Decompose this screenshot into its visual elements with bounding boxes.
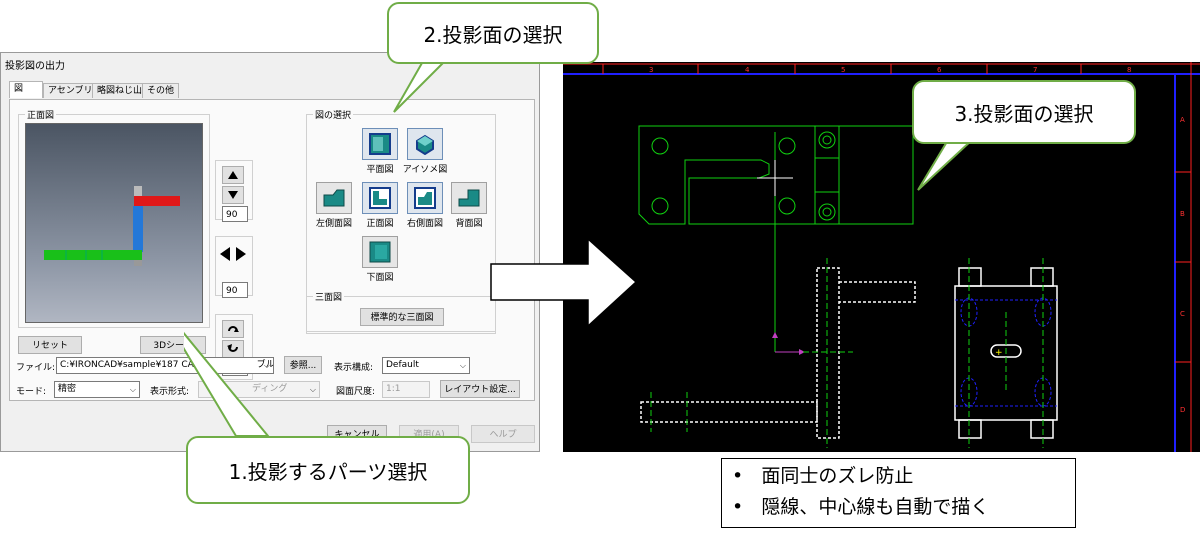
note-text-2: 隠線、中心線も自動で描く — [761, 496, 990, 518]
iso-view-button[interactable] — [407, 128, 443, 160]
right-view-label: 右側面図 — [406, 219, 443, 229]
iso-view-icon — [416, 134, 434, 155]
mode-label: モード: — [16, 387, 47, 397]
right-view-icon — [414, 187, 436, 209]
three-view-group-label: 三面図 — [313, 290, 345, 303]
bottom-view-button[interactable] — [362, 236, 398, 268]
view-select-group: 図の選択 — [306, 108, 496, 334]
note-item: • 面同士のズレ防止 — [732, 465, 914, 487]
browse-button[interactable]: 参照... — [284, 356, 322, 374]
frame-row-label: C — [1180, 310, 1185, 318]
arrow-up-icon — [228, 171, 238, 179]
scale-input[interactable]: 1:1 — [382, 381, 430, 398]
layout-settings-button[interactable]: レイアウト設定... — [440, 380, 520, 398]
view-select-group-label: 図の選択 — [313, 108, 354, 121]
flow-arrow — [490, 237, 640, 332]
front-view-group-label: 正面図 — [25, 108, 57, 121]
arrow-down-icon — [228, 191, 238, 199]
bottom-view-icon — [369, 241, 391, 263]
callout-step3: 3.投影面の選択 — [912, 80, 1136, 144]
back-view-button[interactable] — [451, 182, 487, 214]
tab-other[interactable]: その他 — [142, 83, 180, 98]
front-view-icon — [369, 187, 391, 209]
bottom-view-label: 下面図 — [366, 273, 394, 283]
tab-thread[interactable]: 略図ねじ山 — [92, 83, 148, 98]
left-view-icon — [323, 189, 345, 207]
display-format-value: ディング — [252, 384, 288, 394]
display-format-label: 表示形式: — [150, 387, 190, 397]
rotate-cw-icon — [228, 326, 239, 332]
part-preview[interactable] — [25, 123, 203, 323]
chevron-down-icon: ⌵ — [129, 385, 136, 394]
file-path-tail: ブル¥P20 — [256, 360, 274, 370]
projection-dialog: 投影図の出力 図 アセンブリ 略図ねじ山 その他 正面図 — [0, 52, 540, 452]
display-config-value: Default — [386, 360, 419, 370]
chevron-down-icon: ⌵ — [459, 361, 466, 370]
plan-view-button[interactable] — [362, 128, 398, 160]
chevron-down-icon: ⌵ — [263, 361, 270, 370]
left-view-label: 左側面図 — [315, 219, 352, 229]
right-view-button[interactable] — [407, 182, 443, 214]
tab-panel: 正面図 90 — [9, 99, 535, 401]
frame-row-label: A — [1180, 116, 1185, 124]
iso-view-label: アイソメ図 — [402, 165, 448, 175]
note-item: • 隠線、中心線も自動で描く — [732, 496, 990, 518]
note-text-1: 面同士のズレ防止 — [761, 465, 914, 487]
dialog-title: 投影図の出力 — [5, 61, 65, 72]
callout-pointer-1 — [149, 284, 304, 448]
front-view-label: 正面図 — [366, 219, 394, 229]
back-view-label: 背面図 — [455, 219, 483, 229]
display-config-label: 表示構成: — [334, 363, 374, 373]
frame-column-label: 3 — [649, 66, 653, 74]
frame-column-label: 4 — [745, 66, 750, 74]
tab-assembly[interactable]: アセンブリ — [43, 83, 98, 98]
front-view-button[interactable] — [362, 182, 398, 214]
frame-column-label: 5 — [841, 66, 845, 74]
help-button[interactable]: ヘルプ — [471, 425, 535, 443]
rotate-ccw-icon — [227, 344, 238, 352]
frame-row-label: D — [1180, 406, 1185, 414]
callout-step1: 1.投影するパーツ選択 — [186, 436, 470, 504]
arrow-left-icon[interactable] — [220, 246, 230, 265]
left-view-button[interactable] — [316, 182, 352, 214]
mode-combo[interactable]: 精密 ⌵ — [54, 381, 140, 398]
file-combo[interactable]: C:¥IRONCAD¥sample¥187 CAXA_ ブル¥P20 ⌵ — [56, 357, 274, 374]
horizontal-angle-input[interactable]: 90 — [222, 282, 248, 298]
frame-column-label: 8 — [1127, 66, 1131, 74]
vertical-angle-input[interactable]: 90 — [222, 206, 248, 222]
front-view-group: 正面図 — [18, 108, 210, 328]
cad-drawing: 3 4 5 6 7 8 A B C D — [563, 62, 1200, 452]
tab-bar: 図 アセンブリ 略図ねじ山 その他 — [9, 81, 209, 99]
reset-button[interactable]: リセット — [18, 336, 82, 354]
rotate-up-button[interactable] — [222, 166, 244, 184]
callout-step2: 2.投影面の選択 — [387, 2, 599, 64]
arrow-right-icon[interactable] — [236, 246, 246, 265]
svg-text:+: + — [995, 348, 1003, 358]
chevron-down-icon: ⌵ — [309, 385, 316, 394]
rotate-down-button[interactable] — [222, 186, 244, 204]
rotate-spin-group — [215, 314, 253, 380]
rotate-cw-button[interactable] — [222, 320, 244, 338]
display-config-combo[interactable]: Default ⌵ — [382, 357, 470, 374]
part-model-graphic — [44, 186, 180, 266]
frame-column-label: 7 — [1033, 66, 1037, 74]
scale-label: 図面尺度: — [336, 387, 376, 397]
rotate-ccw-button[interactable] — [222, 340, 244, 358]
frame-row-label: B — [1180, 210, 1185, 218]
file-label: ファイル: — [16, 363, 56, 373]
tab-view[interactable]: 図 — [9, 81, 43, 98]
three-view-group: 三面図 — [306, 290, 496, 332]
mode-value: 精密 — [58, 384, 77, 394]
notes-box: • 面同士のズレ防止 • 隠線、中心線も自動で描く — [721, 458, 1076, 528]
plan-view-icon — [369, 133, 391, 155]
plan-view-label: 平面図 — [366, 165, 394, 175]
standard-three-view-button[interactable]: 標準的な三面図 — [360, 308, 444, 326]
file-path-text: C:¥IRONCAD¥sample¥187 CAXA_ — [60, 360, 211, 370]
frame-column-label: 6 — [937, 66, 942, 74]
back-view-icon — [458, 189, 480, 207]
